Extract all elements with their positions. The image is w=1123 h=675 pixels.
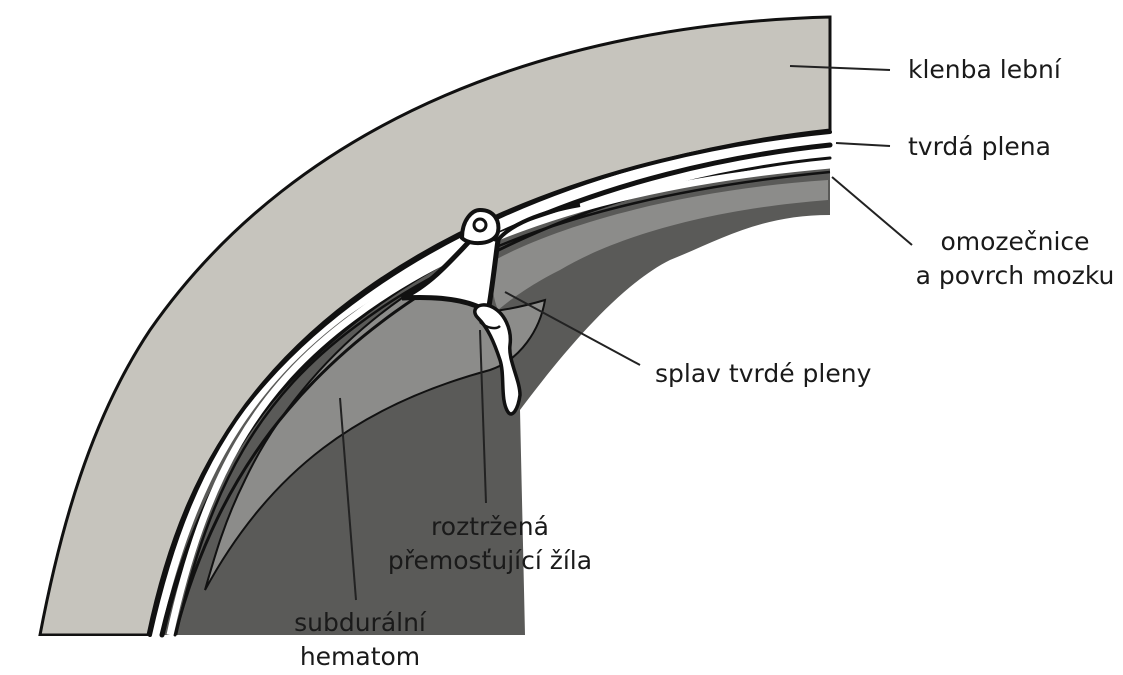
- label-bridging-vein: roztržená přemosťující žíla: [370, 510, 610, 578]
- leader-dura-mater: [836, 143, 890, 146]
- label-arachnoid-line-1: omozečnice: [905, 225, 1123, 259]
- label-bridging-vein-line-2: přemosťující žíla: [370, 544, 610, 578]
- label-dura-mater: tvrdá plena: [908, 130, 1051, 164]
- label-dural-sinus: splav tvrdé pleny: [655, 357, 871, 391]
- label-bridging-vein-line-1: roztržená: [370, 510, 610, 544]
- label-arachnoid-brain: omozečnice a povrch mozku: [905, 225, 1123, 293]
- label-skull-vault: klenba lební: [908, 53, 1061, 87]
- label-subdural-hematoma: subdurální hematom: [270, 606, 450, 674]
- label-hematoma-line-1: subdurální: [270, 606, 450, 640]
- label-hematoma-line-2: hematom: [270, 640, 450, 674]
- label-arachnoid-line-2: a povrch mozku: [905, 259, 1123, 293]
